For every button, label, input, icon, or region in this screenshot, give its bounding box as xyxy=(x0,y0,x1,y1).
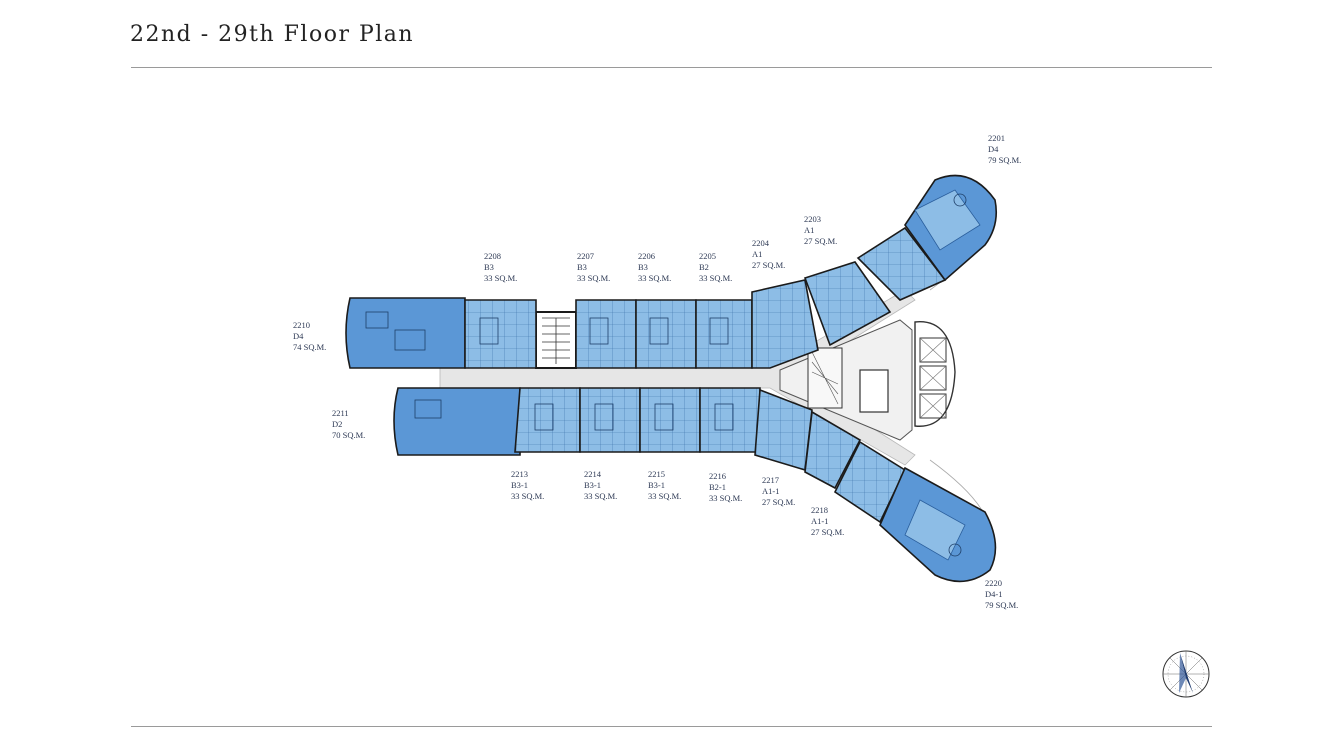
upper-wing-units xyxy=(345,261,892,369)
south-arm-units xyxy=(833,440,997,583)
bottom-divider xyxy=(131,726,1212,727)
stairwell xyxy=(535,311,577,369)
page-title: 22nd - 29th Floor Plan xyxy=(130,22,415,47)
building-core xyxy=(779,219,991,531)
top-divider xyxy=(131,67,1212,68)
lower-wing-units xyxy=(393,387,862,490)
interior-fixtures xyxy=(365,193,967,557)
north-arm-units xyxy=(856,174,998,301)
north-arrow-icon xyxy=(1162,650,1210,698)
